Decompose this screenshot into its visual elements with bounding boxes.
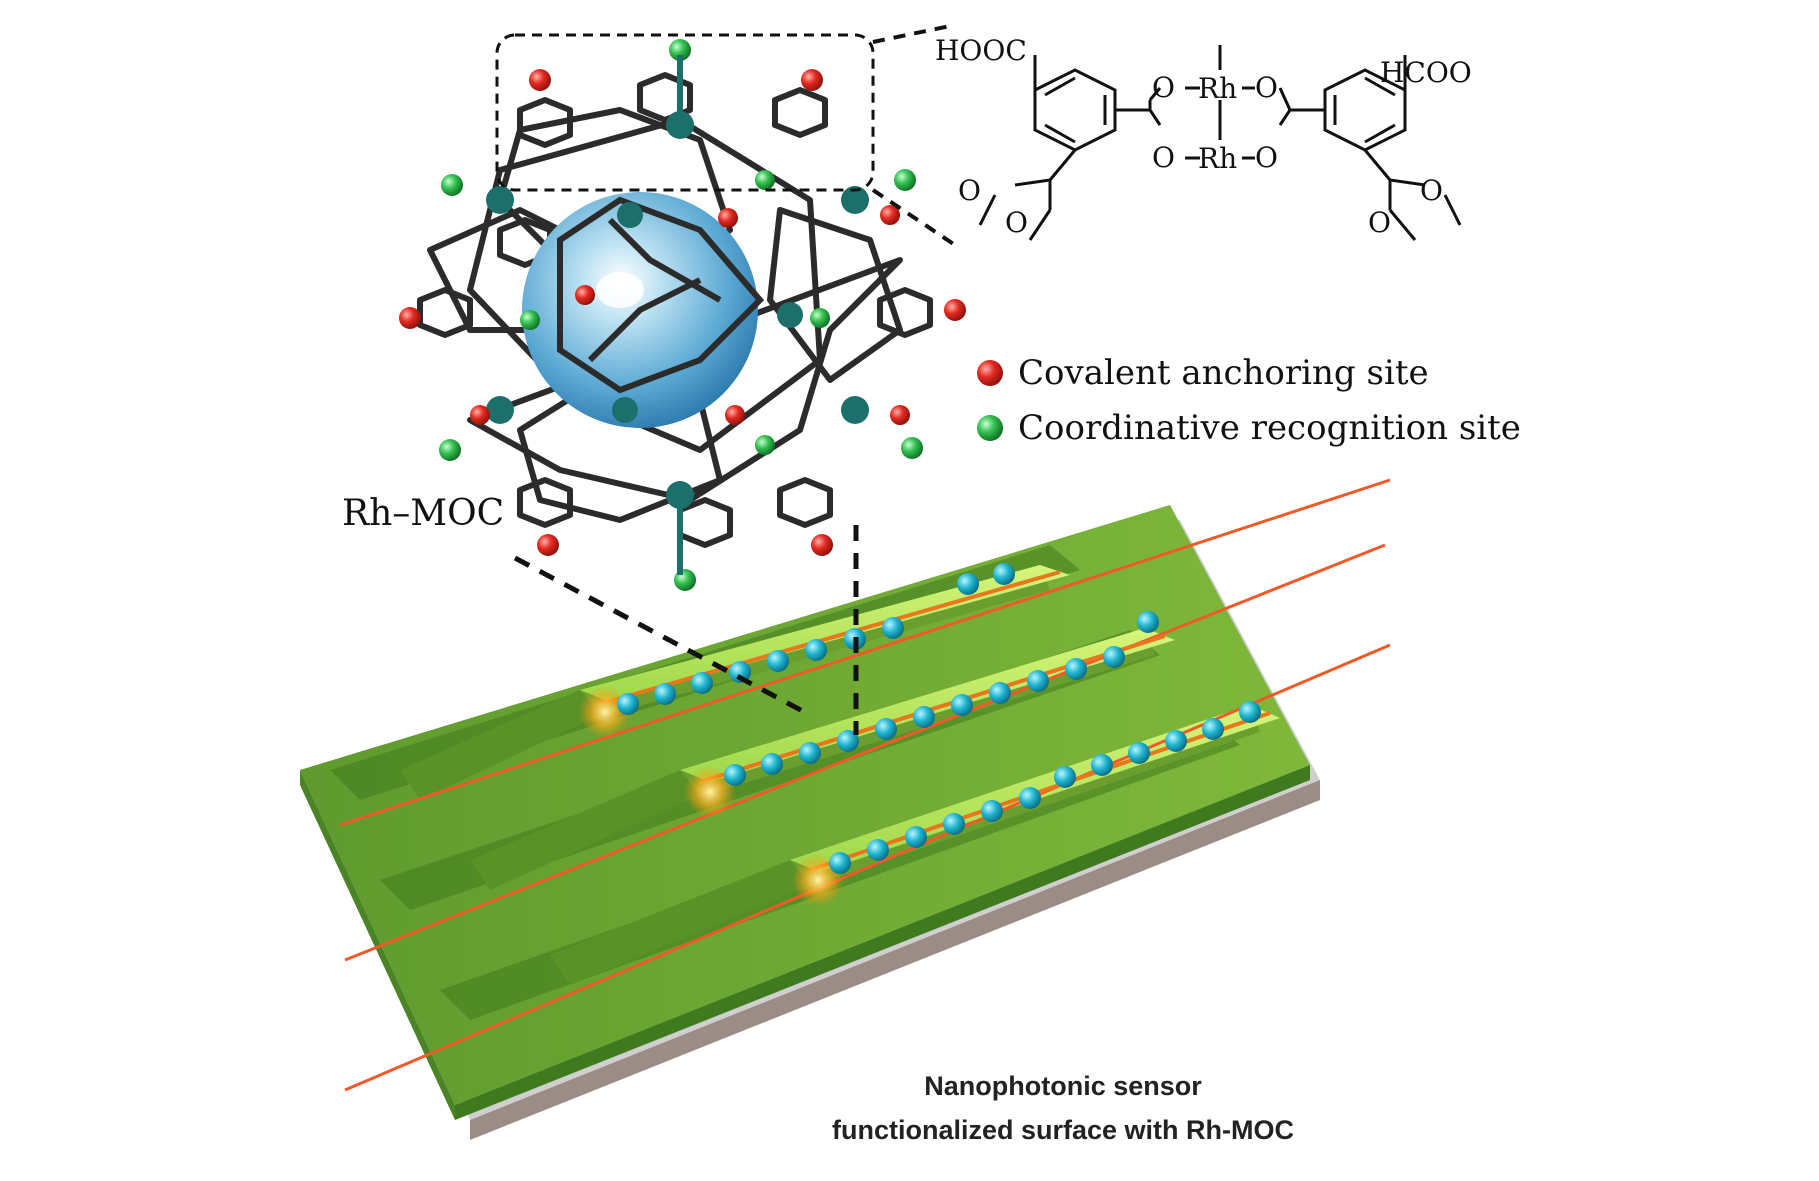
oxygen-label: O (1152, 71, 1175, 104)
particle (905, 826, 927, 848)
particle (981, 800, 1003, 822)
particle (767, 650, 789, 672)
chemical-structure: HOOC HCOO O Rh O O Rh O O O O O (935, 34, 1472, 241)
particle (805, 639, 827, 661)
right-acid-label: HCOO (1380, 56, 1472, 89)
particle (1165, 730, 1187, 752)
green-sphere-icon (977, 415, 1003, 441)
caption-line-1: Nanophotonic sensor (924, 1071, 1202, 1101)
particle (837, 730, 859, 752)
oxygen-label: O (1005, 206, 1028, 239)
zoom-connector-lines (513, 525, 859, 735)
left-acid-label: HOOC (935, 34, 1027, 67)
particle (957, 573, 979, 595)
sensor-caption: Nanophotonic sensor functionalized surfa… (832, 1071, 1294, 1145)
legend-item-covalent: Covalent anchoring site (977, 353, 1429, 393)
oxygen-label: O (1420, 174, 1443, 207)
particle (829, 852, 851, 874)
covalent-site-markers (399, 69, 966, 556)
particle (943, 813, 965, 835)
particle (761, 753, 783, 775)
particle (913, 706, 935, 728)
legend-label-covalent: Covalent anchoring site (1018, 353, 1429, 393)
red-sphere-icon (977, 360, 1003, 386)
oxygen-label: O (1255, 71, 1278, 104)
particle (1054, 766, 1076, 788)
particle (951, 694, 973, 716)
sensor-chip (300, 478, 1391, 1140)
rh-moc-cage (399, 39, 966, 591)
zoom-highlight-box (495, 33, 875, 192)
oxygen-label: O (1152, 141, 1175, 174)
particle (691, 672, 713, 694)
particle (617, 693, 639, 715)
legend-label-coordinative: Coordinative recognition site (1018, 408, 1521, 448)
particle (989, 682, 1011, 704)
particle (1019, 787, 1041, 809)
particle (1137, 611, 1159, 633)
particle (799, 742, 821, 764)
particle (1239, 701, 1261, 723)
cage-name-label: Rh–MOC (342, 493, 504, 534)
rh-bottom-label: Rh (1198, 142, 1237, 175)
particle (1091, 754, 1113, 776)
particle (724, 764, 746, 786)
moc-particles (617, 563, 1261, 874)
particle (993, 563, 1015, 585)
oxygen-label: O (958, 174, 981, 207)
oxygen-label: O (1368, 206, 1391, 239)
particle (1027, 670, 1049, 692)
particle (1065, 658, 1087, 680)
particle (1103, 646, 1125, 668)
particle (882, 617, 904, 639)
oxygen-label: O (1255, 141, 1278, 174)
particle (867, 839, 889, 861)
legend: Covalent anchoring site Coordinative rec… (977, 353, 1521, 448)
particle (654, 683, 676, 705)
coordinative-site-markers (439, 39, 923, 591)
caption-line-2: functionalized surface with Rh-MOC (832, 1115, 1294, 1145)
rh-top-label: Rh (1198, 72, 1237, 105)
legend-item-coordinative: Coordinative recognition site (977, 408, 1521, 448)
particle (1128, 742, 1150, 764)
particle (1202, 718, 1224, 740)
particle (729, 661, 751, 683)
particle (875, 718, 897, 740)
